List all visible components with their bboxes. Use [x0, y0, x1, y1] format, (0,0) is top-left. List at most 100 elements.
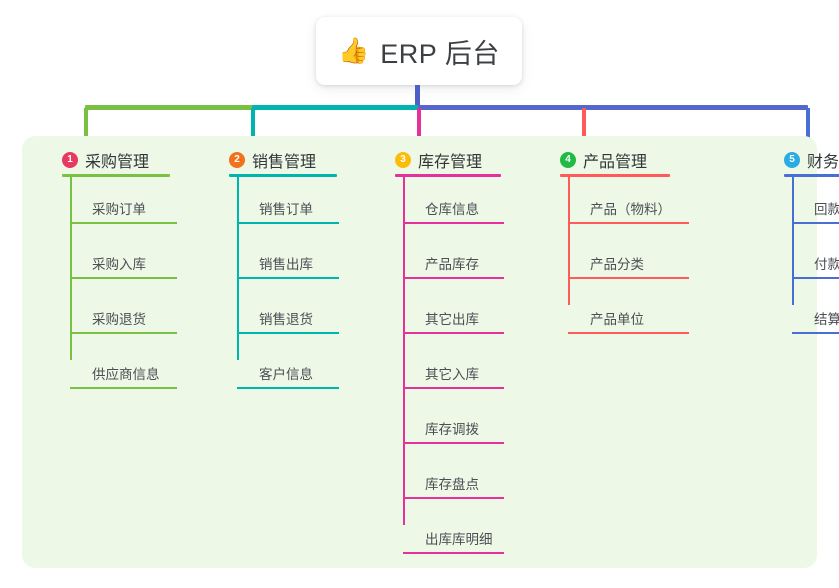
leaf-item[interactable]: 回款单 [792, 194, 839, 224]
connector-drop-3 [417, 108, 421, 139]
leaf-item[interactable]: 销售退货 [237, 304, 339, 334]
branch-underline [229, 174, 337, 177]
root-stem-connector [415, 85, 420, 108]
branch-number-badge: 2 [229, 152, 245, 168]
branch-spine [70, 177, 72, 360]
root-title: ERP 后台 [380, 38, 500, 69]
leaf-underline [403, 332, 504, 334]
branch-title: 采购管理 [85, 154, 150, 171]
leaf-underline [70, 277, 177, 279]
branch-number-badge: 4 [560, 152, 576, 168]
branch-spine [237, 177, 239, 360]
leaf-label: 出库库明细 [425, 532, 493, 547]
leaf-item[interactable]: 产品单位 [568, 304, 689, 334]
leaf-item[interactable]: 销售订单 [237, 194, 339, 224]
leaf-underline [403, 497, 504, 499]
leaf-underline [237, 387, 339, 389]
leaf-item[interactable]: 产品（物料） [568, 194, 689, 224]
leaf-underline [403, 277, 504, 279]
leaf-label: 结算账户 [814, 312, 839, 327]
leaf-underline [792, 277, 839, 279]
branch-spine [403, 177, 405, 525]
leaf-item[interactable]: 库存盘点 [403, 469, 504, 499]
leaf-item[interactable]: 出库库明细 [403, 524, 504, 554]
branch-number-badge: 1 [62, 152, 78, 168]
branch-spine [568, 177, 570, 305]
leaf-label: 其它入库 [425, 367, 479, 382]
leaf-label: 其它出库 [425, 312, 479, 327]
leaf-item[interactable]: 采购订单 [70, 194, 177, 224]
leaf-item[interactable]: 采购入库 [70, 249, 177, 279]
leaf-item[interactable]: 销售出库 [237, 249, 339, 279]
leaf-label: 采购退货 [92, 312, 146, 327]
leaf-label: 付款单 [814, 257, 839, 272]
leaf-underline [792, 332, 839, 334]
leaf-underline [70, 387, 177, 389]
branch-spine [792, 177, 794, 305]
leaf-underline [237, 277, 339, 279]
connector-drop-4 [582, 108, 586, 139]
leaf-underline [568, 277, 689, 279]
leaf-item[interactable]: 付款单 [792, 249, 839, 279]
leaf-label: 销售订单 [259, 202, 313, 217]
leaf-item[interactable]: 其它出库 [403, 304, 504, 334]
branch-underline [62, 174, 170, 177]
leaf-item[interactable]: 产品分类 [568, 249, 689, 279]
leaf-label: 仓库信息 [425, 202, 479, 217]
leaf-label: 销售出库 [259, 257, 313, 272]
leaf-label: 回款单 [814, 202, 839, 217]
leaf-underline [403, 442, 504, 444]
branch-header-1[interactable]: 1 采购管理 [62, 148, 149, 172]
branch-number-badge: 5 [784, 152, 800, 168]
thumbs-up-icon: 👍 [338, 36, 370, 65]
leaf-item[interactable]: 库存调拨 [403, 414, 504, 444]
leaf-label: 供应商信息 [92, 367, 160, 382]
leaf-underline [568, 332, 689, 334]
leaf-underline [237, 222, 339, 224]
connector-drop-1 [84, 108, 88, 139]
leaf-label: 销售退货 [259, 312, 313, 327]
leaf-item[interactable]: 客户信息 [237, 359, 339, 389]
leaf-underline [70, 222, 177, 224]
branch-underline [784, 174, 839, 177]
leaf-underline [568, 222, 689, 224]
branch-header-4[interactable]: 4 产品管理 [560, 148, 647, 172]
leaf-label: 库存调拨 [425, 422, 479, 437]
leaf-label: 库存盘点 [425, 477, 479, 492]
connector-drop-2 [251, 108, 255, 139]
leaf-underline [237, 332, 339, 334]
root-node[interactable]: 👍 ERP 后台 [316, 17, 522, 85]
branch-header-2[interactable]: 2 销售管理 [229, 148, 316, 172]
leaf-label: 产品单位 [590, 312, 644, 327]
leaf-label: 产品库存 [425, 257, 479, 272]
leaf-underline [403, 387, 504, 389]
connector-drop-5 [806, 108, 810, 139]
leaf-item[interactable]: 供应商信息 [70, 359, 177, 389]
branch-title: 销售管理 [252, 154, 317, 171]
leaf-underline [792, 222, 839, 224]
leaf-label: 客户信息 [259, 367, 313, 382]
leaf-label: 采购订单 [92, 202, 146, 217]
leaf-label: 采购入库 [92, 257, 146, 272]
leaf-item[interactable]: 其它入库 [403, 359, 504, 389]
leaf-underline [70, 332, 177, 334]
leaf-label: 产品（物料） [590, 202, 671, 217]
connector-segment-1 [85, 105, 253, 110]
branch-title: 产品管理 [583, 154, 648, 171]
leaf-item[interactable]: 采购退货 [70, 304, 177, 334]
branch-underline [560, 174, 670, 177]
branch-title: 财务管理 [807, 154, 839, 171]
branch-underline [395, 174, 501, 177]
leaf-item[interactable]: 仓库信息 [403, 194, 504, 224]
leaf-underline [403, 552, 504, 554]
leaf-item[interactable]: 结算账户 [792, 304, 839, 334]
leaf-underline [403, 222, 504, 224]
connector-segment-2 [252, 105, 420, 110]
leaf-label: 产品分类 [590, 257, 644, 272]
leaf-item[interactable]: 产品库存 [403, 249, 504, 279]
branch-header-5[interactable]: 5 财务管理 [784, 148, 839, 172]
branch-title: 库存管理 [418, 154, 483, 171]
connector-segment-3 [418, 105, 808, 110]
